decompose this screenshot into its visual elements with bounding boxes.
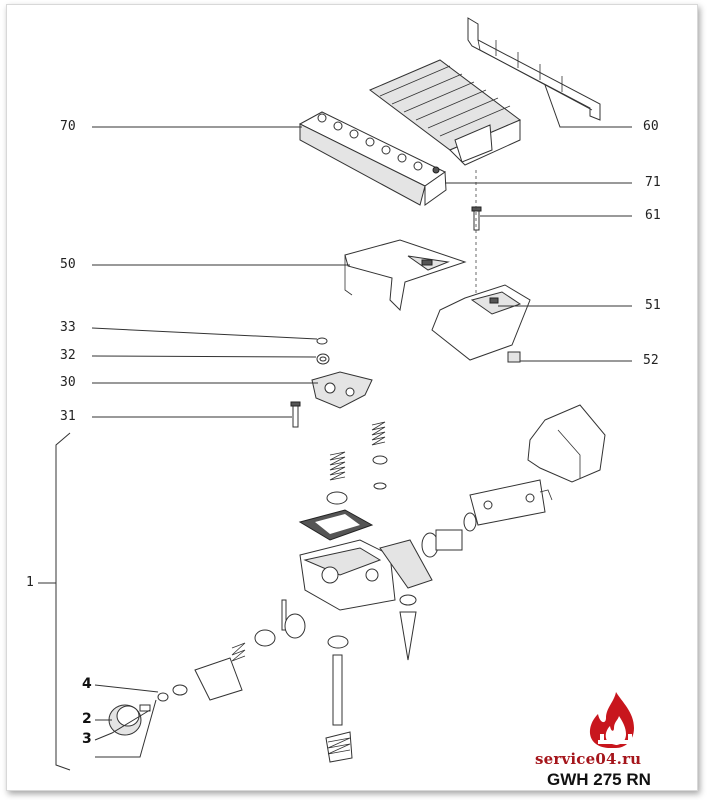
callout-1: 1: [26, 575, 34, 590]
part-60-burner-blades: [369, 59, 521, 166]
callout-61: 61: [645, 208, 661, 223]
callout-50: 50: [60, 257, 76, 272]
callout-70: 70: [60, 119, 76, 134]
pressure-tube: [325, 635, 353, 763]
mounting-flange: [469, 479, 553, 526]
part-70-injector-manifold: [298, 111, 447, 206]
callout-71: 71: [645, 175, 661, 190]
part-32-seal: [316, 353, 330, 365]
part-31-screw: [290, 401, 301, 428]
valve-body: [299, 539, 396, 611]
gasket-frame: [298, 509, 374, 541]
leader-lines: [38, 84, 632, 771]
flame-logo-icon: [589, 692, 634, 748]
brand-site: service04.ru: [535, 750, 642, 768]
solenoid-housing: [157, 657, 243, 702]
valve-springs: [326, 421, 388, 505]
part-2-3-knob: [108, 704, 151, 736]
callout-33: 33: [60, 320, 76, 335]
callout-2: 2: [82, 711, 92, 727]
valve-right-fitting: [379, 539, 433, 661]
part-30-pilot-block: [311, 371, 373, 409]
part-52-clip: [507, 351, 521, 363]
right-mount-bracket: [527, 404, 606, 483]
callout-30: 30: [60, 375, 76, 390]
callout-4: 4: [82, 676, 92, 692]
part-51-bracket: [431, 284, 531, 361]
part-60-burner-bracket: [467, 17, 601, 121]
part-33-oring: [316, 337, 328, 345]
callout-52: 52: [643, 353, 659, 368]
part-61-screw: [471, 206, 482, 231]
callout-3: 3: [82, 731, 92, 747]
callout-31: 31: [60, 409, 76, 424]
callout-60: 60: [643, 119, 659, 134]
part-50-bracket: [344, 239, 467, 312]
callout-51: 51: [645, 298, 661, 313]
callout-32: 32: [60, 348, 76, 363]
left-pipe-fittings: [231, 599, 306, 662]
model-label: GWH 275 RN: [547, 770, 651, 789]
